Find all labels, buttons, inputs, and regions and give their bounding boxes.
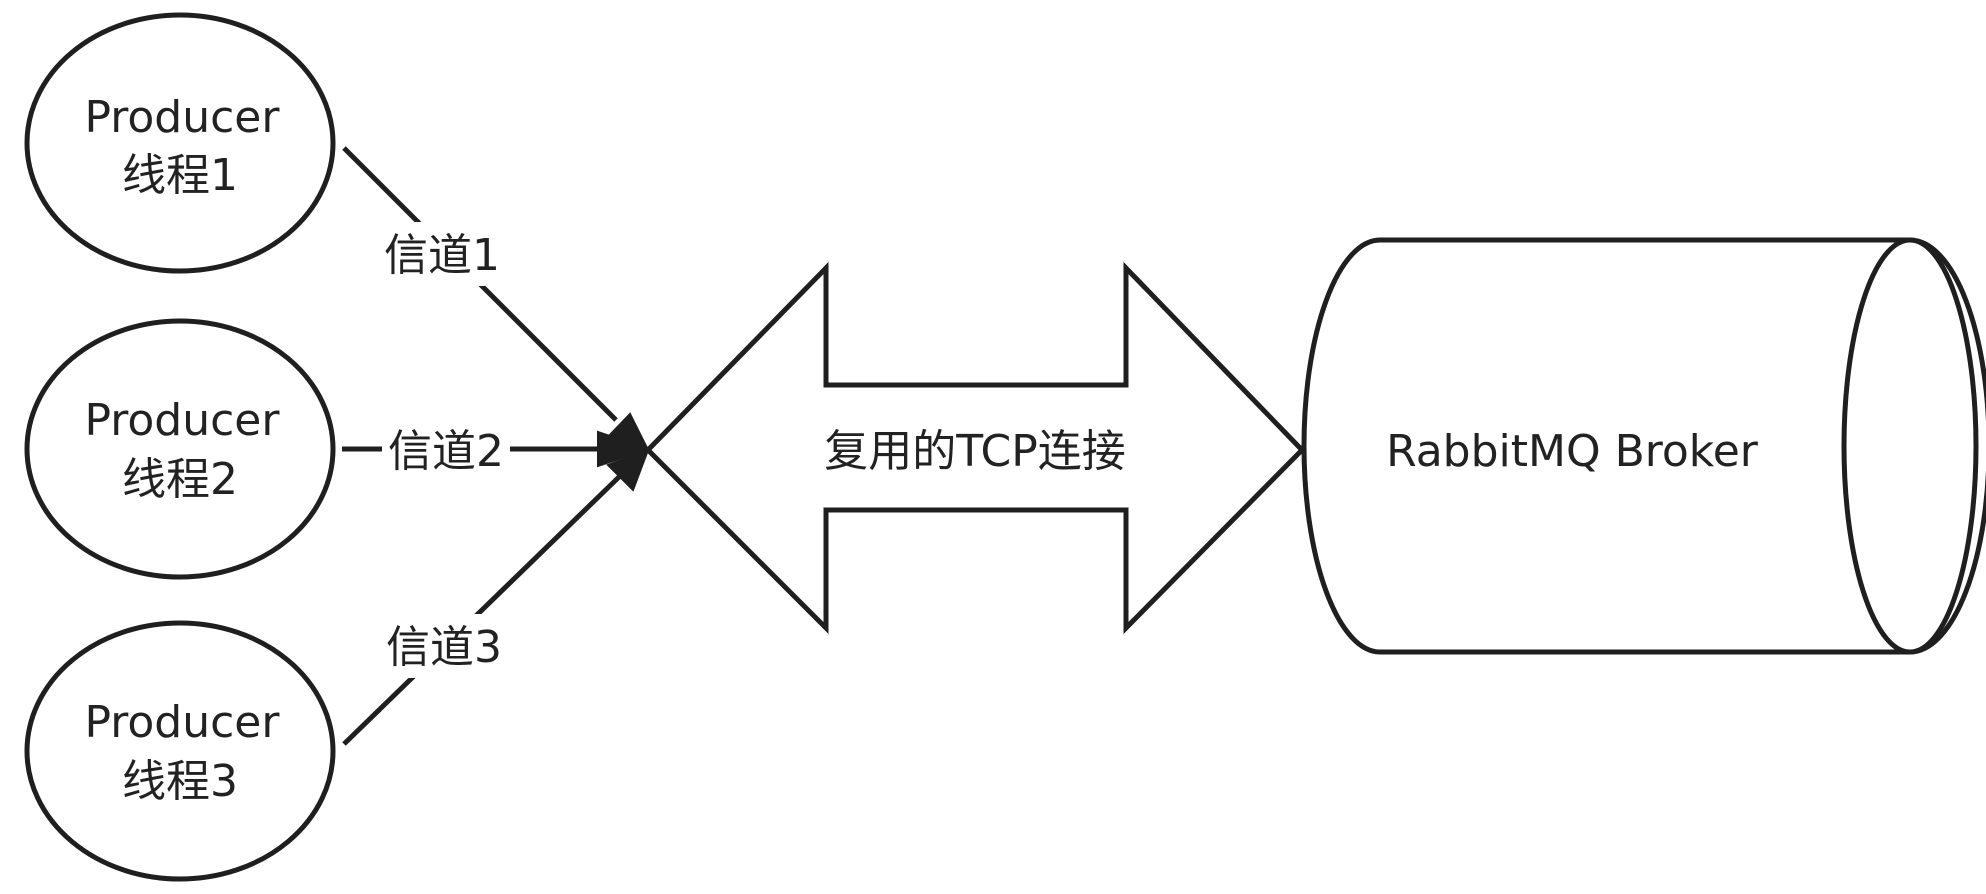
producer-name-1: Producer [85,92,281,143]
producer-name-2: Producer [85,395,281,446]
producer-node-2: Producer 线程2 [24,318,336,580]
producer-node-1: Producer 线程1 [24,12,336,274]
broker-label: RabbitMQ Broker [1386,426,1759,477]
channel-label-bg-3 [380,614,508,678]
producer-name-3: Producer [85,697,281,748]
channel-label-1: 信道1 [384,230,500,281]
channel-label-2: 信道2 [388,426,504,477]
broker-cylinder-cap [1841,237,1979,655]
producer-ellipse-1 [24,12,336,274]
channel-arrowhead-2 [597,430,652,468]
producer-thread-1: 线程1 [122,150,238,201]
producer-ellipse-3 [24,620,336,882]
channel-label-bg-1 [378,222,506,286]
channel-arrowhead-3 [606,448,650,492]
channel-edge-3: 信道3 [342,448,650,746]
channel-edge-1: 信道1 [342,146,650,452]
broker-cylinder: RabbitMQ Broker [1301,237,1986,655]
producer-thread-2: 线程2 [122,454,238,505]
tcp-connection-label: 复用的TCP连接 [824,426,1126,477]
channel-line-3 [342,474,622,746]
channel-edge-2: 信道2 [342,420,652,482]
producer-thread-3: 线程3 [122,756,238,807]
channel-label-3: 信道3 [386,622,502,673]
producer-node-3: Producer 线程3 [24,620,336,882]
tcp-connection-arrow: 复用的TCP连接 [644,261,1306,635]
channel-label-bg-2 [382,420,510,482]
producer-ellipse-2 [24,318,336,580]
